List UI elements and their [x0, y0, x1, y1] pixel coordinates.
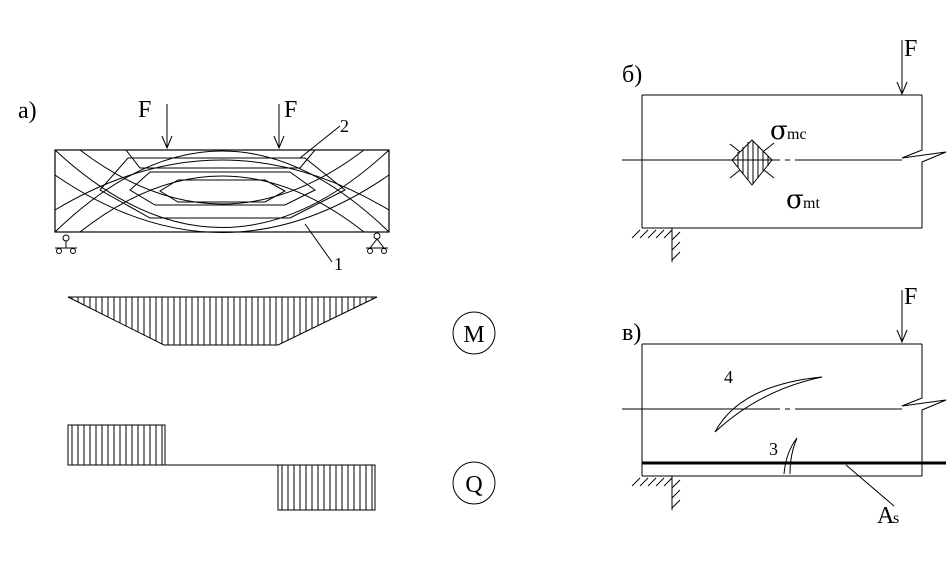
rebar-symbol: A	[877, 503, 895, 529]
panel-c-label: в)	[622, 320, 641, 346]
callout-1-leader	[304, 223, 333, 263]
moment-label-circle: M	[452, 311, 496, 355]
panel-a: a) F F	[18, 97, 496, 511]
compression-trajectories	[55, 149, 389, 219]
tension-trajectories	[54, 149, 390, 233]
shear-diagram	[67, 424, 376, 511]
force-left: F	[138, 97, 173, 150]
moment-diagram	[67, 296, 378, 346]
panel-a-label: a)	[18, 98, 37, 124]
callout-1: 1	[334, 254, 343, 274]
force-right: F	[273, 97, 297, 150]
panel-b: б) F	[622, 36, 947, 262]
shear-label-circle: Q	[452, 461, 496, 505]
callout-3: 3	[769, 439, 778, 459]
callout-2-leader	[299, 125, 341, 159]
sigma-mt-symbol: σ	[786, 185, 804, 215]
support-right	[366, 232, 388, 254]
force-b-label: F	[904, 36, 917, 62]
sigma-mt-subscript: mt	[803, 195, 820, 212]
force-left-label: F	[138, 97, 151, 123]
rebar-leader	[845, 464, 895, 507]
crack-4	[714, 376, 823, 433]
stress-element	[729, 139, 775, 186]
panel-c: в) F 4 3 A s	[622, 284, 947, 529]
callout-4: 4	[724, 367, 733, 387]
moment-label: M	[463, 322, 484, 348]
panel-b-label: б)	[622, 62, 642, 88]
shear-label: Q	[465, 472, 482, 498]
force-c-label: F	[904, 284, 917, 310]
force-right-label: F	[284, 97, 297, 123]
sigma-mc-symbol: σ	[770, 116, 788, 146]
crack-3	[783, 437, 798, 475]
support-left	[55, 234, 77, 254]
sigma-mc-subscript: mc	[787, 126, 807, 143]
rebar-subscript: s	[893, 510, 899, 527]
callout-2: 2	[340, 116, 349, 136]
